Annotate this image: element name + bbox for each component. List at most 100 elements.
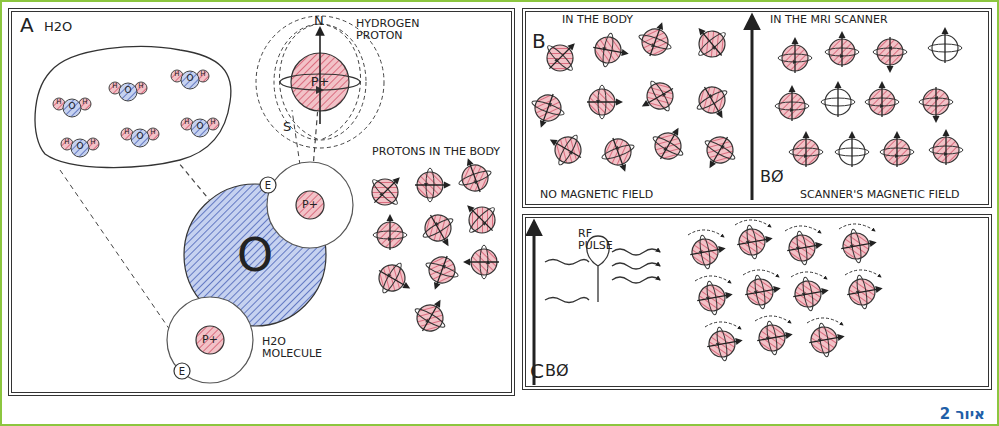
node-text: P+ bbox=[311, 75, 330, 89]
water-region: H2O bbox=[30, 42, 235, 172]
proton-symbol bbox=[825, 31, 859, 67]
precession-arrow bbox=[695, 276, 731, 283]
atom-letter: H bbox=[147, 129, 159, 137]
proton-symbol bbox=[919, 87, 953, 123]
proton-symbol bbox=[928, 27, 962, 63]
precession-arrow bbox=[705, 322, 741, 329]
proton-symbol bbox=[634, 16, 678, 61]
proton-symbol bbox=[873, 37, 907, 73]
proton-symbol bbox=[821, 81, 855, 117]
proton-symbol bbox=[742, 272, 783, 312]
atom-letter: H bbox=[207, 119, 219, 127]
proton-symbol bbox=[784, 228, 825, 268]
proton-circle: HYDROGEN PROTONP+ bbox=[290, 52, 350, 112]
panel-box: AH2OHYDROGEN PROTONP+OP+EP+E bbox=[8, 8, 515, 396]
text-label: N bbox=[314, 14, 324, 28]
water-molecule bbox=[61, 138, 99, 157]
atom-letter: H bbox=[53, 99, 65, 107]
panel-letter: A bbox=[20, 14, 34, 36]
text-label: PROTONS IN THE BODY bbox=[372, 146, 512, 158]
electron-circle: E bbox=[173, 362, 191, 380]
atom-letter: H bbox=[87, 139, 99, 147]
node-text: E bbox=[265, 180, 271, 191]
hydrogen-shell bbox=[167, 297, 253, 383]
panel-frame bbox=[522, 8, 992, 208]
node-outline bbox=[30, 42, 235, 172]
proton-symbol bbox=[416, 207, 463, 255]
proton-symbol bbox=[633, 74, 681, 121]
hydrogen-shell bbox=[267, 162, 353, 248]
water-molecule bbox=[171, 70, 209, 89]
proton-symbol bbox=[775, 85, 809, 121]
text-label: H2O MOLECULE bbox=[262, 336, 337, 360]
protons-b-aligned bbox=[775, 27, 963, 167]
water-molecule bbox=[53, 98, 91, 117]
proton-symbol bbox=[844, 272, 885, 312]
proton-symbol bbox=[463, 245, 499, 279]
proton-symbol bbox=[362, 165, 411, 214]
proton-symbol bbox=[587, 85, 623, 119]
proton-symbol bbox=[694, 278, 735, 318]
proton-symbol bbox=[685, 17, 734, 66]
proton-symbol bbox=[704, 324, 745, 364]
water-molecule bbox=[181, 118, 219, 137]
text-label: RF PULSE bbox=[578, 228, 618, 252]
node-text: P+ bbox=[302, 199, 318, 211]
node-text: E bbox=[179, 366, 185, 377]
atom-letter: O bbox=[66, 102, 78, 112]
water-molecule bbox=[109, 82, 147, 101]
node-text: H2O bbox=[44, 20, 72, 34]
text-label: BØ bbox=[760, 168, 784, 186]
proton-symbol bbox=[371, 256, 419, 303]
proton-symbol bbox=[590, 31, 631, 71]
node-text: P+ bbox=[202, 334, 218, 346]
proton-symbol bbox=[690, 79, 737, 127]
text-label: BØ bbox=[545, 362, 569, 380]
proton-symbol bbox=[419, 250, 463, 295]
panel-letter: C bbox=[530, 360, 544, 382]
proton-symbol bbox=[646, 119, 693, 167]
atom-letter: H bbox=[121, 129, 133, 137]
water-molecules bbox=[53, 70, 219, 157]
proton-symbol bbox=[695, 129, 742, 177]
proton-symbol bbox=[415, 168, 451, 202]
text-label: IN THE MRI SCANNER bbox=[770, 14, 888, 26]
atom-letter: O bbox=[134, 132, 146, 142]
proton-symbol bbox=[778, 37, 812, 73]
dashed-connector bbox=[180, 165, 209, 200]
proton-symbol bbox=[452, 152, 496, 197]
proton-symbol bbox=[525, 88, 569, 133]
proton-symbol bbox=[806, 320, 847, 360]
precession-arrow bbox=[839, 224, 875, 231]
precession-arrow bbox=[845, 270, 881, 277]
text-label: S bbox=[283, 120, 291, 134]
proton-symbol bbox=[597, 132, 641, 177]
proton-symbol bbox=[838, 226, 879, 266]
water-molecule bbox=[121, 128, 159, 147]
atom-letter: O bbox=[194, 122, 206, 132]
proton-symbol bbox=[541, 125, 589, 172]
proton-symbol bbox=[687, 232, 728, 272]
proton-symbol bbox=[734, 222, 775, 262]
proton-symbol bbox=[455, 193, 504, 242]
proton-symbol bbox=[408, 291, 455, 339]
atom-letter: H bbox=[197, 71, 209, 79]
node-text: HYDROGEN PROTON bbox=[356, 18, 436, 42]
field-arrow bbox=[751, 16, 754, 200]
proton-symbol bbox=[835, 131, 869, 167]
atom-letter: H bbox=[135, 83, 147, 91]
dashed-connector bbox=[314, 112, 318, 161]
protons-b-random bbox=[525, 16, 742, 177]
atom-letter: O bbox=[74, 142, 86, 152]
precession-arrow bbox=[755, 316, 791, 323]
text-label: IN THE BODY bbox=[562, 14, 633, 26]
proton-symbol bbox=[373, 214, 407, 250]
atom-letter: H bbox=[181, 119, 193, 127]
proton-symbol bbox=[929, 129, 963, 165]
precession-arrow bbox=[688, 230, 724, 237]
